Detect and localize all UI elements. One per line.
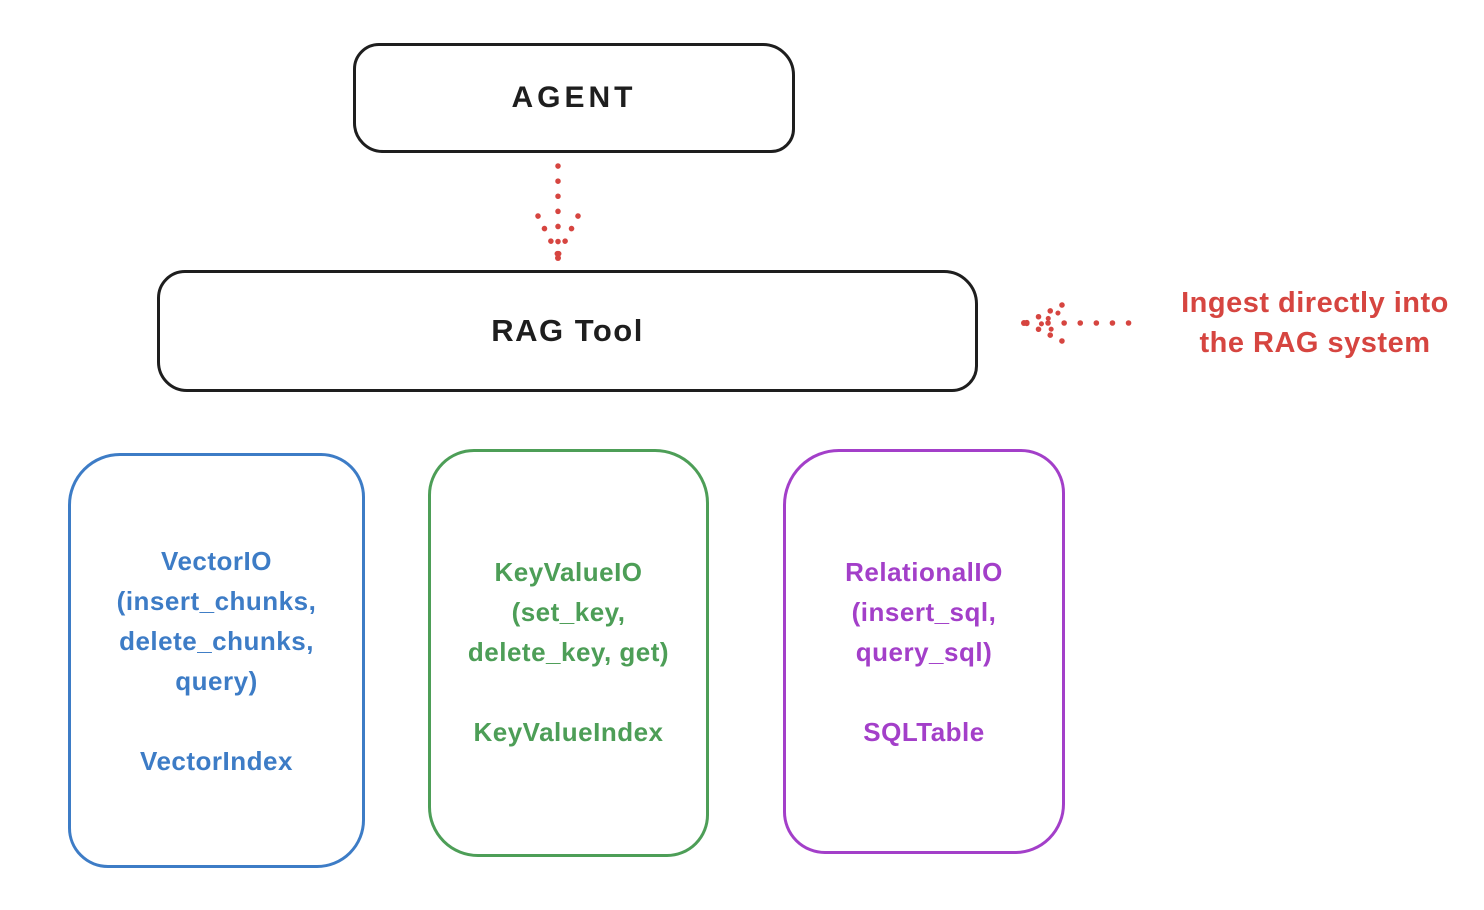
rag-tool-box: RAG Tool <box>157 270 978 392</box>
keyvalue-io-title: KeyValueIO <box>494 557 643 587</box>
relational-io-methods-line1: (insert_sql, <box>851 597 997 627</box>
ingest-annotation-line1: Ingest directly into <box>1181 287 1449 319</box>
vector-index-label: VectorIndex <box>140 746 293 776</box>
keyvalue-io-methods-line2: delete_key, get) <box>467 637 670 667</box>
down-arrow-icon <box>510 158 606 264</box>
rag-tool-label: RAG Tool <box>491 313 644 348</box>
keyvalue-io-methods-line1: (set_key, <box>511 597 626 627</box>
vector-io-methods-line2: delete_chunks, <box>119 626 314 656</box>
vector-io-methods-line1: (insert_chunks, <box>116 586 317 616</box>
relational-io-methods-line2: query_sql) <box>855 637 993 667</box>
ingest-annotation: Ingest directly into the RAG system <box>1143 283 1484 363</box>
vector-io-title: VectorIO <box>161 546 272 576</box>
sql-table-label: SQLTable <box>863 717 985 747</box>
backend-box-relational-io: RelationalIO (insert_sql, query_sql) SQL… <box>783 449 1065 854</box>
relational-io-title: RelationalIO <box>845 557 1003 587</box>
keyvalue-index-label: KeyValueIndex <box>473 717 664 747</box>
vector-io-methods-line3: query) <box>175 666 258 696</box>
agent-box: AGENT <box>353 43 795 153</box>
backend-box-keyvalue-io: KeyValueIO (set_key, delete_key, get) Ke… <box>428 449 709 857</box>
left-arrow-icon <box>1012 296 1152 352</box>
ingest-annotation-line2: the RAG system <box>1199 327 1431 359</box>
agent-label: AGENT <box>511 81 637 114</box>
backend-box-vector-io: VectorIO (insert_chunks, delete_chunks, … <box>68 453 365 868</box>
